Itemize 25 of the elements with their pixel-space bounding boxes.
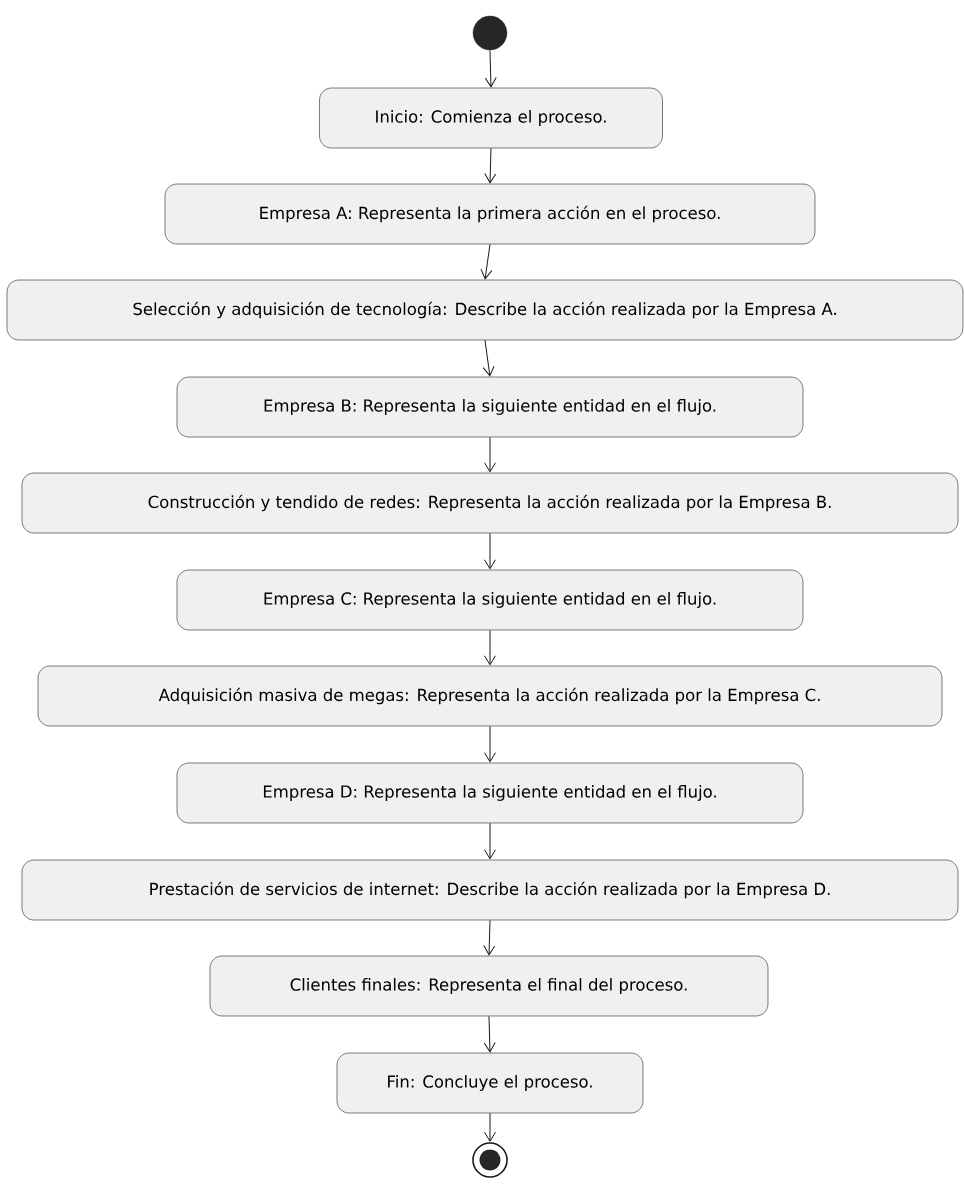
action-box: Inicio: Comienza el proceso.: [319, 87, 663, 149]
arrow: [484, 629, 496, 666]
action-box: Adquisición masiva de megas: Representa la acción realizada por la Empresa C.: [37, 665, 943, 727]
action-box: Prestación de servicios de internet: Describe la acción realizada por la Empresa D.: [21, 859, 959, 921]
action-box: Empresa C: Representa la siguiente entidad en el flujo.: [176, 569, 804, 631]
arrow: [480, 243, 493, 280]
action-box: Empresa B: Representa la siguiente entidad en el flujo.: [176, 376, 804, 438]
arrow: [484, 49, 497, 88]
arrow: [482, 339, 495, 377]
action-box: Selección y adquisición de tecnología: Describe la acción realizada por la Empresa A.: [6, 279, 964, 341]
action-box: Construcción y tendido de redes: Representa la acción realizada por la Empresa B.: [21, 472, 959, 534]
action-box: Empresa A: Representa la primera acción en el proceso.: [164, 183, 816, 245]
end-bullseye: [472, 1142, 508, 1178]
arrow: [484, 725, 496, 763]
action-box: Empresa D: Representa la siguiente entidad en el flujo.: [176, 762, 804, 824]
action-box: Clientes finales: Representa el final del proceso.: [209, 955, 769, 1017]
arrow: [483, 919, 496, 956]
action-box: Fin: Concluye el proceso.: [336, 1052, 644, 1114]
arrow: [483, 1015, 496, 1053]
arrow: [484, 436, 496, 473]
start-dot: [472, 15, 508, 51]
arrow: [484, 1112, 496, 1142]
arrow: [484, 532, 496, 570]
arrow: [484, 147, 497, 184]
arrow: [484, 822, 496, 860]
